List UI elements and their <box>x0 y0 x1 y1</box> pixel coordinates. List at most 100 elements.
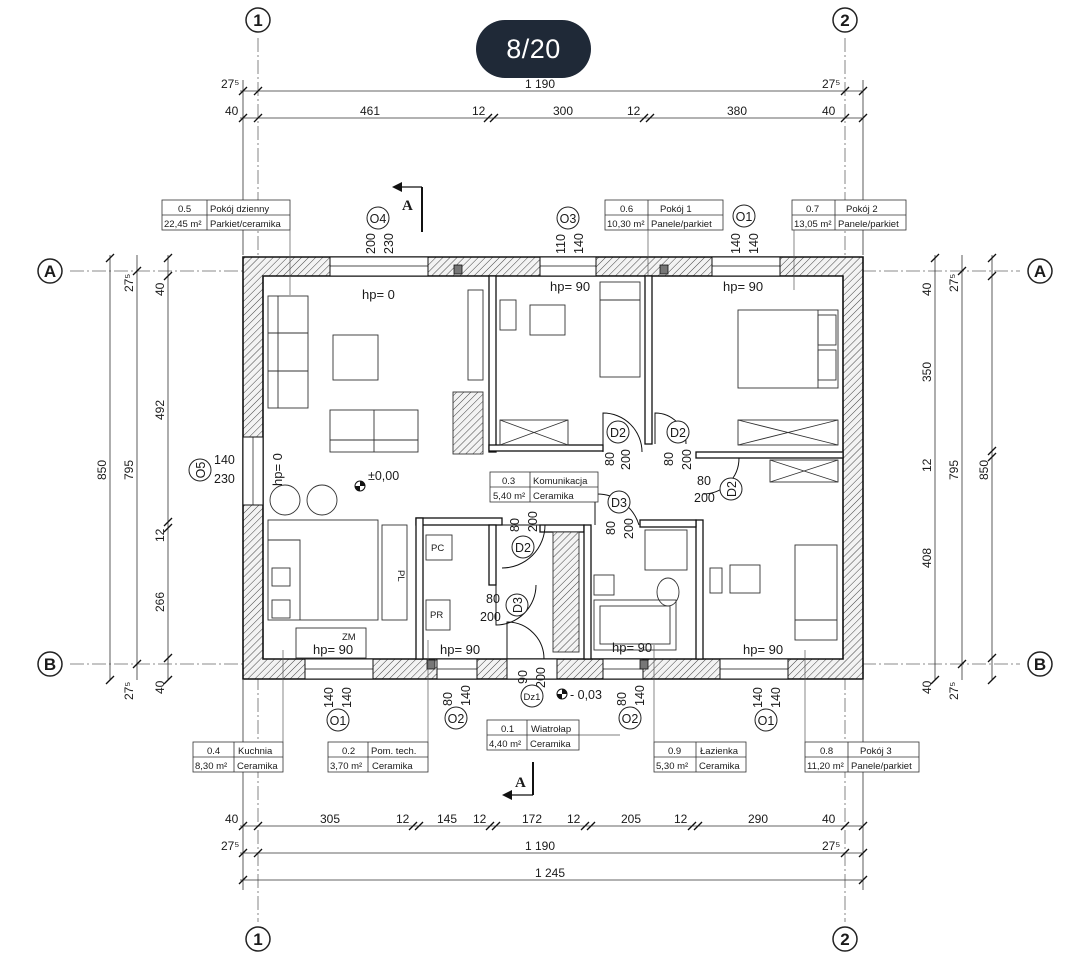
dim-bottom1-4: 12 <box>473 812 487 826</box>
room-floor: Ceramika <box>237 761 278 772</box>
window-tag: O1 <box>736 210 753 224</box>
door-height: 200 <box>694 491 715 505</box>
room-name: Kuchnia <box>238 746 273 757</box>
axis-label-col2-bottom: 2 <box>840 930 849 949</box>
dim-right-mid: 795 <box>947 460 961 480</box>
axis-label-col1-bottom: 1 <box>253 930 262 949</box>
door-height: 200 <box>526 511 540 532</box>
window-tag: O3 <box>560 212 577 226</box>
axis-label-rowA-right: A <box>1034 262 1046 281</box>
window-O1-top: O1 140 140 <box>729 204 761 254</box>
dim-bottom2-0: 27⁵ <box>221 839 239 853</box>
section-label-top: A <box>402 198 413 214</box>
door-D2-room2: D2 80 200 <box>662 420 694 470</box>
room-area: 5,40 m² <box>493 491 525 502</box>
dim-top1-0: 27⁵ <box>221 77 239 91</box>
room-tag-room1: 0.6 Pokój 1 10,30 m² Panele/parkiet <box>604 199 724 231</box>
dim-bottom1-6: 12 <box>567 812 581 826</box>
level-marks: ±0,00 - 0,03 <box>354 469 602 702</box>
dim-bottom1-0: 40 <box>225 812 239 826</box>
window-height: 140 <box>340 687 354 708</box>
dim-right-inner-3: 12 <box>920 458 934 472</box>
window-height: 140 <box>572 233 586 254</box>
hp-living-side: hp= 0 <box>270 453 285 486</box>
room-id: 0.8 <box>820 746 833 757</box>
dim-top2-4: 12 <box>627 104 641 118</box>
window-height: 140 <box>769 687 783 708</box>
room-tag-room3: 0.8 Pokój 3 11,20 m² Panele/parkiet <box>804 741 920 773</box>
room-id: 0.7 <box>806 204 819 215</box>
axis-label-rowA-left: A <box>44 262 56 281</box>
window-tag: O4 <box>370 212 387 226</box>
room-area: 11,20 m² <box>807 761 844 772</box>
room-area: 4,40 m² <box>489 739 521 750</box>
room-name: Łazienka <box>700 746 739 757</box>
dim-left-inner-1: 40 <box>153 282 167 296</box>
fixture-pl: PL <box>395 570 406 582</box>
door-width: 90 <box>516 670 530 684</box>
window-width: 200 <box>364 233 378 254</box>
dim-bottom1-9: 290 <box>748 812 768 826</box>
hp-kitchen: hp= 90 <box>313 642 353 657</box>
window-width: 140 <box>322 687 336 708</box>
tag-leader-lines <box>282 230 806 742</box>
door-D3-bath: D3 80 200 <box>604 490 636 539</box>
axis-label-col1-top: 1 <box>253 11 262 30</box>
room-floor: Ceramika <box>372 761 413 772</box>
room-name: Pokój dzienny <box>210 204 269 215</box>
level-entry: - 0,03 <box>570 688 602 702</box>
dim-right-inner-2: 350 <box>920 362 934 382</box>
axis-label-rowB-left: B <box>44 655 56 674</box>
fixture-pc: PC <box>431 543 444 554</box>
window-O2-right: O2 80 140 <box>615 685 647 730</box>
window-tag: O2 <box>448 712 465 726</box>
fixture-zm: ZM <box>342 632 356 643</box>
interior-walls <box>415 275 844 660</box>
door-D2-room3: D2 80 200 <box>694 474 743 505</box>
dim-right-inner-5: 40 <box>920 680 934 694</box>
dim-top2-6: 40 <box>822 104 836 118</box>
window-O4: O4 200 230 <box>364 206 396 254</box>
door-Dz1-entry: Dz1 90 200 <box>516 667 548 708</box>
axis-bubbles: 1 2 1 2 A A B B <box>37 7 1053 952</box>
window-tag: O2 <box>622 712 639 726</box>
door-width: 80 <box>662 452 676 466</box>
dim-left-inner-2: 492 <box>153 400 167 420</box>
room-id: 0.4 <box>207 746 220 757</box>
window-O5: O5 140 230 <box>188 453 235 486</box>
window-height: 230 <box>382 233 396 254</box>
room-label-tables: 0.5 Pokój dzienny 22,45 m² Parkiet/ceram… <box>161 199 920 773</box>
room-tag-hall: 0.3 Komunikacja 5,40 m² Ceramika <box>489 471 599 503</box>
door-height: 200 <box>534 667 548 688</box>
door-width: 80 <box>604 521 618 535</box>
room-id: 0.6 <box>620 204 633 215</box>
window-height: 140 <box>459 685 473 706</box>
window-O1-right-bottom: O1 140 140 <box>751 687 783 732</box>
dim-bottom1-2: 12 <box>396 812 410 826</box>
door-tag: D2 <box>670 426 686 440</box>
room-floor: Panele/parkiet <box>651 219 712 230</box>
dim-bottom1-5: 172 <box>522 812 542 826</box>
room-name: Pokój 2 <box>846 204 878 215</box>
hp-bath: hp= 90 <box>612 640 652 655</box>
room-area: 5,30 m² <box>656 761 688 772</box>
door-height: 200 <box>480 610 501 624</box>
window-width: 80 <box>615 692 629 706</box>
room-floor: Panele/parkiet <box>838 219 899 230</box>
dim-bottom1-10: 40 <box>822 812 836 826</box>
dim-top2-2: 12 <box>472 104 486 118</box>
door-tag: D2 <box>610 426 626 440</box>
room-name: Komunikacja <box>533 476 588 487</box>
dim-left-inner-4: 266 <box>153 592 167 612</box>
dim-bottom2-1: 1 190 <box>525 839 555 853</box>
window-width: 110 <box>554 234 568 254</box>
dim-right-outer: 850 <box>977 460 991 480</box>
hp-tech: hp= 90 <box>440 642 480 657</box>
door-width: 80 <box>508 518 522 532</box>
furniture <box>267 281 839 659</box>
window-O1-left-bottom: O1 140 140 <box>322 687 354 732</box>
door-height: 200 <box>680 449 694 470</box>
dim-right-inner-0: 27⁵ <box>947 274 961 292</box>
dim-right-inner-4: 408 <box>920 548 934 568</box>
room-tag-room2: 0.7 Pokój 2 13,05 m² Panele/parkiet <box>791 199 907 231</box>
